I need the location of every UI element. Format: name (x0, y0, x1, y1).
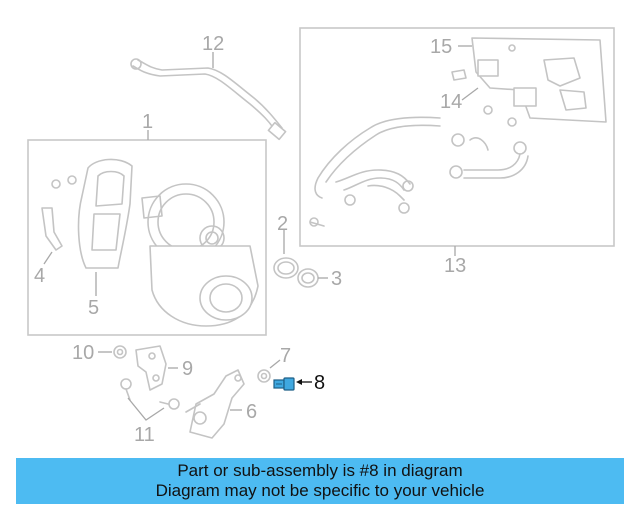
assembly-box-13 (299, 27, 615, 247)
callout-8[interactable]: 8 (314, 372, 325, 394)
hoses-13 (309, 105, 529, 227)
callout-5[interactable]: 5 (88, 297, 99, 319)
info-banner: Part or sub-assembly is #8 in diagram Di… (16, 458, 624, 504)
callout-9[interactable]: 9 (182, 358, 193, 380)
nut-7 (257, 369, 271, 383)
bolt-8-highlighted[interactable] (273, 377, 295, 391)
mount-bracket-6 (185, 369, 245, 439)
nut-10 (113, 345, 127, 359)
callout-14[interactable]: 14 (440, 91, 462, 113)
assembly-box-1 (27, 139, 267, 336)
turbocharger (141, 183, 259, 327)
bolts-11 (120, 378, 180, 410)
callout-13[interactable]: 13 (444, 255, 466, 277)
callout-7[interactable]: 7 (280, 345, 291, 367)
banner-line-1: Part or sub-assembly is #8 in diagram (177, 461, 463, 480)
callout-1[interactable]: 1 (142, 111, 153, 133)
bracket-9 (135, 345, 167, 391)
pipe-12 (130, 58, 287, 141)
callout-11[interactable]: 11 (134, 424, 155, 446)
callout-6[interactable]: 6 (246, 401, 257, 423)
stud-4 (41, 175, 77, 251)
heat-shield-5 (77, 158, 133, 269)
sensor-14 (451, 59, 537, 107)
callout-3[interactable]: 3 (331, 268, 342, 290)
callout-2[interactable]: 2 (277, 213, 288, 235)
clamp-2 (273, 257, 299, 279)
callout-10[interactable]: 10 (72, 342, 94, 364)
gasket-3 (297, 268, 319, 288)
banner-line-2: Diagram may not be specific to your vehi… (155, 481, 485, 500)
callout-4[interactable]: 4 (34, 265, 45, 287)
callout-12[interactable]: 12 (202, 33, 224, 55)
callout-15[interactable]: 15 (430, 36, 452, 58)
